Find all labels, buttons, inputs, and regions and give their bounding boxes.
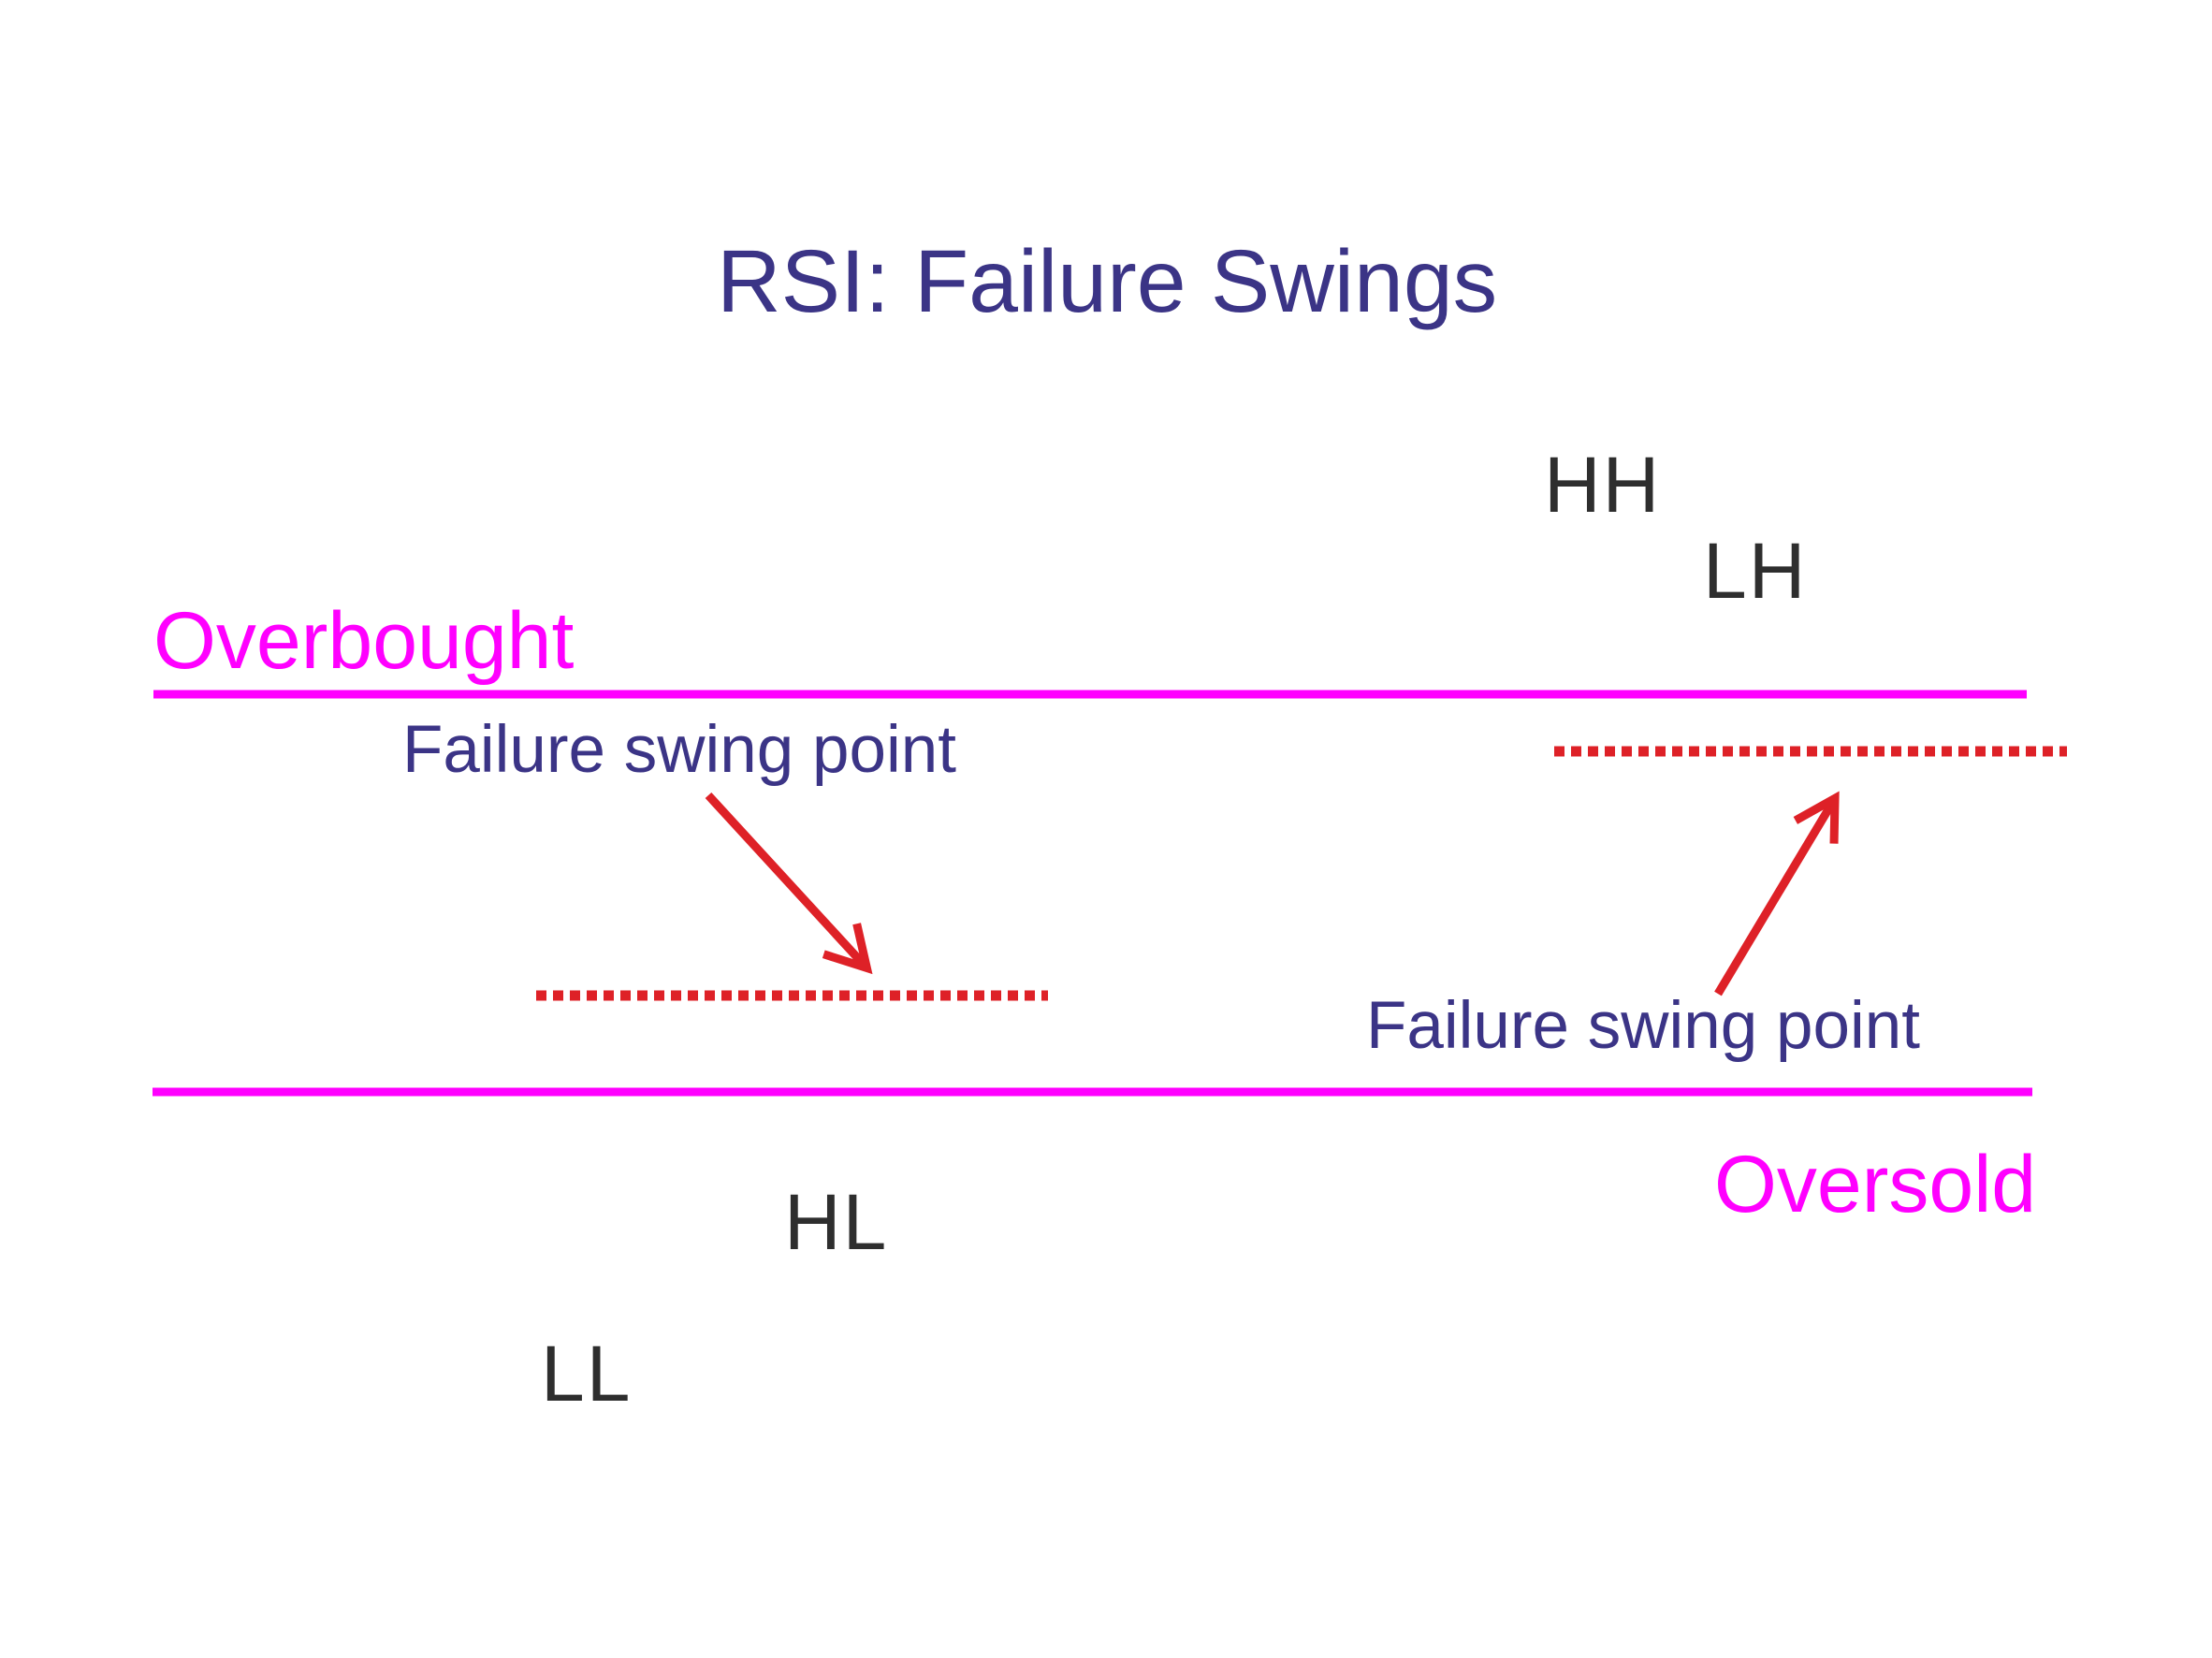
- failure-swing-point-left-label: Failure swing point: [402, 713, 956, 787]
- oversold-label: Oversold: [1714, 1140, 2037, 1229]
- overbought-label: Overbought: [153, 596, 575, 686]
- failure-swing-arrow-down: [705, 792, 873, 975]
- higher-high-label: HH: [1544, 441, 1662, 529]
- lower-high-label: LH: [1703, 527, 1808, 615]
- higher-low-label: HL: [784, 1178, 889, 1266]
- slide-title: RSI: Failure Swings: [717, 232, 1498, 331]
- failure-swing-point-right-label: Failure swing point: [1366, 989, 1920, 1063]
- failure-swing-arrow-up: [1714, 791, 1840, 996]
- lower-low-label: LL: [541, 1330, 633, 1418]
